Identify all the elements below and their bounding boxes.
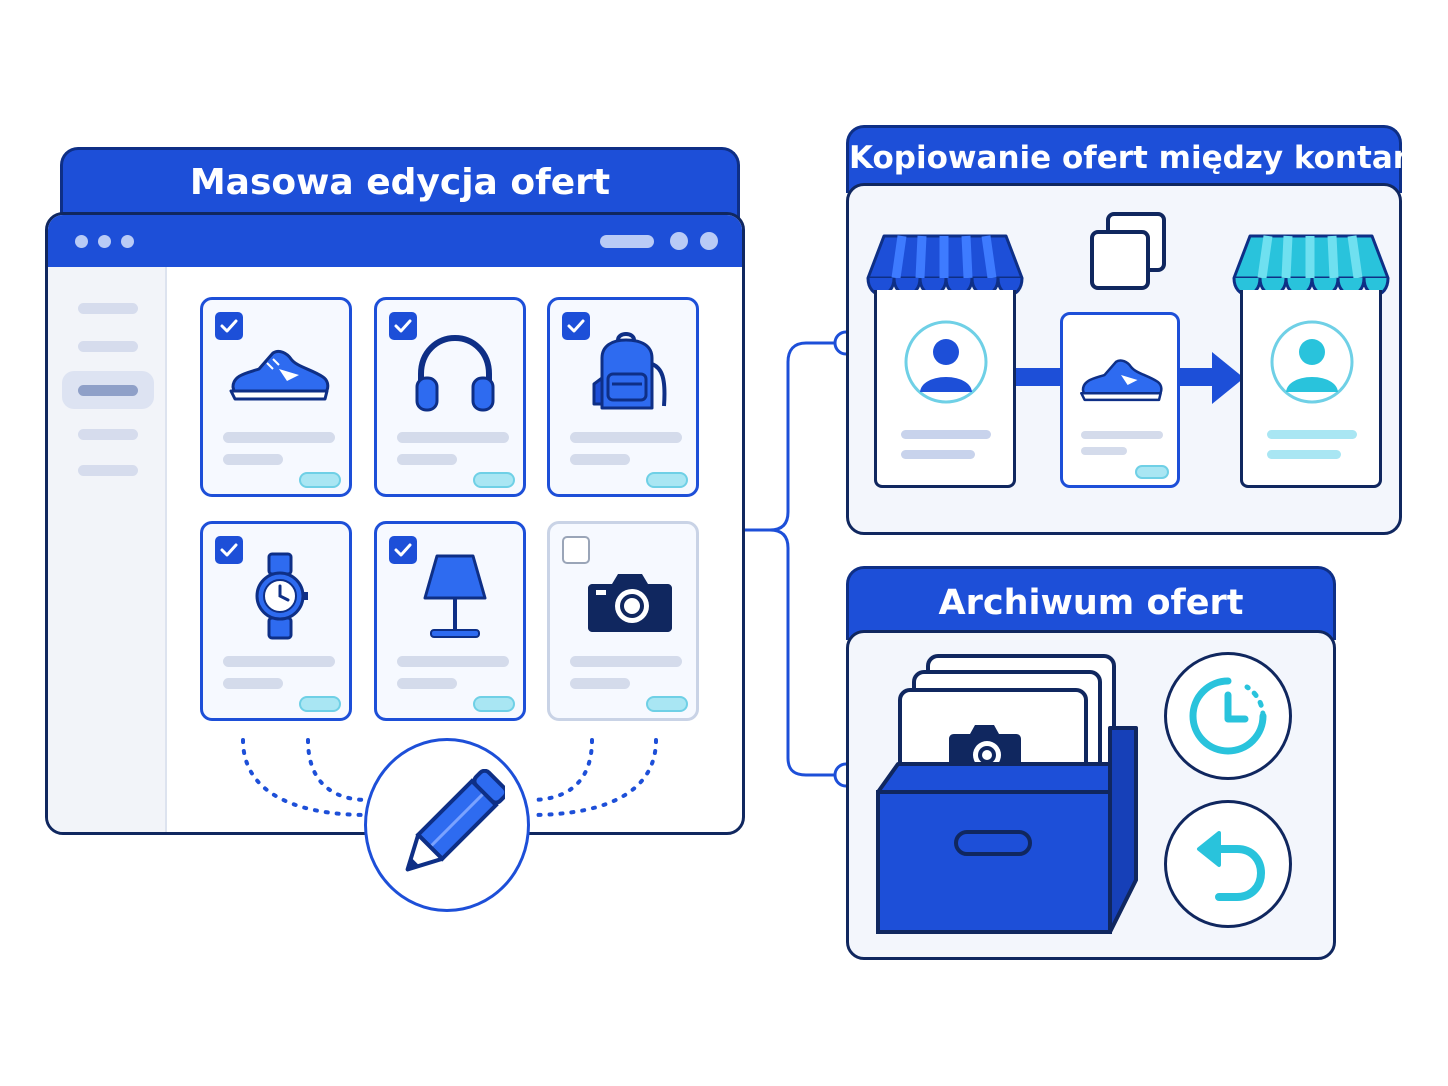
product-card[interactable] xyxy=(547,521,699,721)
archive-title-bar: Archiwum ofert xyxy=(846,566,1336,640)
checkbox-unchecked[interactable] xyxy=(562,536,590,564)
sidebar-item[interactable] xyxy=(78,465,138,476)
card-price-pill xyxy=(646,472,688,488)
backpack-icon xyxy=(592,332,667,410)
pencil-icon xyxy=(405,769,505,872)
sidebar-item[interactable] xyxy=(78,341,138,352)
product-card[interactable] xyxy=(547,297,699,497)
check-icon xyxy=(394,319,412,333)
card-line xyxy=(1081,431,1163,439)
edit-button[interactable] xyxy=(364,738,530,912)
card-line xyxy=(570,678,630,689)
transfer-arrow-left xyxy=(1016,368,1060,386)
card-line xyxy=(223,454,283,465)
user-icon xyxy=(1270,320,1354,404)
sidebar-item[interactable] xyxy=(78,429,138,440)
card-line xyxy=(397,432,509,443)
checkbox-checked[interactable] xyxy=(215,312,243,340)
checkbox-checked[interactable] xyxy=(389,312,417,340)
clock-icon xyxy=(1189,677,1267,755)
card-line xyxy=(1081,447,1127,455)
window-dot[interactable] xyxy=(700,232,718,250)
store-line xyxy=(1267,450,1341,459)
archive-title: Archiwum ofert xyxy=(938,583,1244,623)
card-price-pill xyxy=(299,472,341,488)
check-icon xyxy=(394,543,412,557)
sidebar-item[interactable] xyxy=(78,303,138,314)
watch-icon xyxy=(255,552,308,640)
card-price-pill xyxy=(299,696,341,712)
card-price-pill xyxy=(473,696,515,712)
check-icon xyxy=(567,319,585,333)
store-line xyxy=(901,450,975,459)
lamp-icon xyxy=(423,554,487,638)
product-card[interactable] xyxy=(200,521,352,721)
card-price-pill xyxy=(1135,465,1169,479)
check-icon xyxy=(220,319,238,333)
card-price-pill xyxy=(473,472,515,488)
headphones-icon xyxy=(415,334,495,412)
store-line xyxy=(901,430,991,439)
copy-title: Kopiowanie ofert między kontami xyxy=(849,140,1436,176)
copy-icon xyxy=(1090,212,1166,290)
undo-icon xyxy=(1197,831,1266,901)
checkbox-checked[interactable] xyxy=(215,536,243,564)
check-icon xyxy=(220,543,238,557)
window-search-pill[interactable] xyxy=(600,235,654,248)
card-line xyxy=(397,678,457,689)
card-line xyxy=(397,656,509,667)
card-line xyxy=(223,656,335,667)
card-line xyxy=(223,432,335,443)
checkbox-checked[interactable] xyxy=(389,536,417,564)
history-button[interactable] xyxy=(1164,652,1292,780)
sidebar-item-active-bar xyxy=(78,385,138,396)
window-dot[interactable] xyxy=(98,235,111,248)
checkbox-checked[interactable] xyxy=(562,312,590,340)
transfer-arrow-icon xyxy=(1180,352,1244,404)
card-line xyxy=(570,656,682,667)
target-store[interactable] xyxy=(1240,290,1382,488)
sidebar xyxy=(48,267,167,832)
window-dot[interactable] xyxy=(670,232,688,250)
window-dot[interactable] xyxy=(121,235,134,248)
store-line xyxy=(1267,430,1357,439)
card-line xyxy=(397,454,457,465)
archive-box-icon xyxy=(876,654,1138,934)
product-card[interactable] xyxy=(200,297,352,497)
user-icon xyxy=(904,320,988,404)
sneaker-icon xyxy=(229,349,330,401)
camera-icon xyxy=(588,574,672,632)
card-price-pill xyxy=(646,696,688,712)
source-store[interactable] xyxy=(874,290,1016,488)
product-card[interactable] xyxy=(374,297,526,497)
card-line xyxy=(570,454,630,465)
card-line xyxy=(570,432,682,443)
sneaker-icon xyxy=(1080,359,1163,402)
bulk-edit-title: Masowa edycja ofert xyxy=(189,162,611,203)
offer-card[interactable] xyxy=(1060,312,1180,488)
product-card[interactable] xyxy=(374,521,526,721)
window-dot[interactable] xyxy=(75,235,88,248)
restore-button[interactable] xyxy=(1164,800,1292,928)
copy-title-bar: Kopiowanie ofert między kontami xyxy=(846,125,1436,193)
card-line xyxy=(223,678,283,689)
